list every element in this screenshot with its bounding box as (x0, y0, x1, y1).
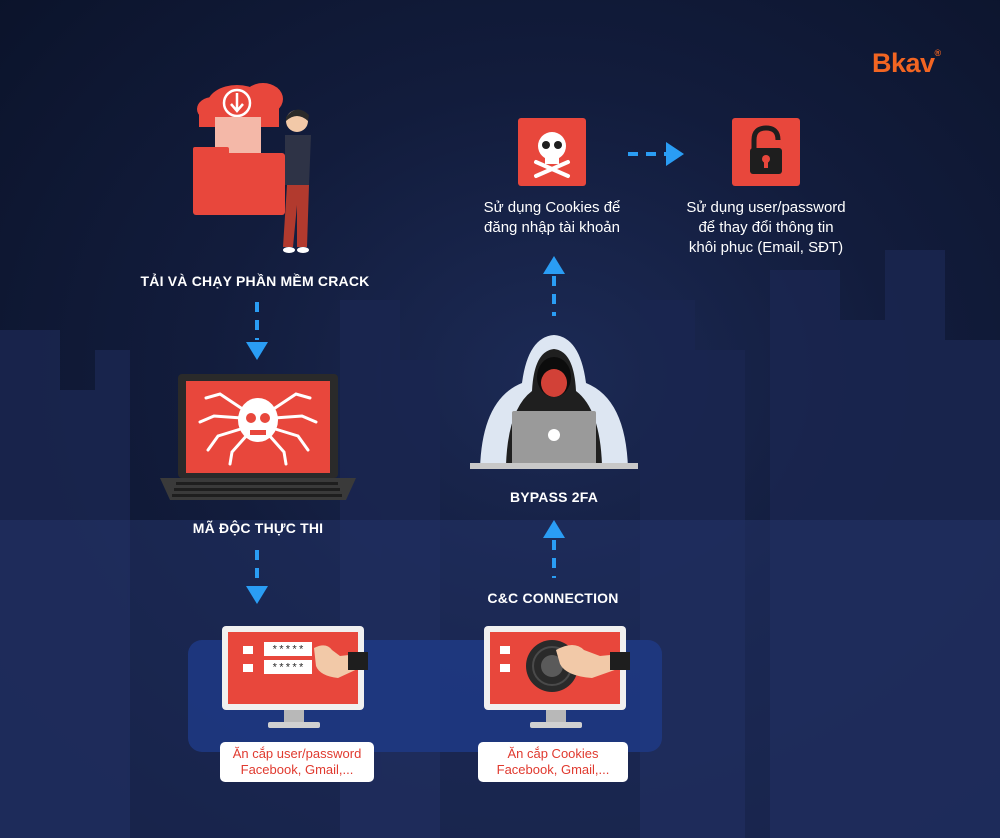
steal-password-line2: Facebook, Gmail,... (240, 762, 354, 777)
arrow-up-1 (543, 520, 565, 578)
use-cookies-line2: đăng nhập tài khoản (484, 219, 620, 236)
password-mask-1: ***** (271, 645, 304, 657)
arrow-up-2 (543, 256, 565, 316)
open-padlock-icon (732, 118, 800, 186)
change-recovery-line1: Sử dụng user/password (686, 199, 846, 216)
steal-password-caption: Ăn cắp user/password Facebook, Gmail,... (220, 742, 374, 782)
change-recovery-line2: để thay đổi thông tin (698, 219, 834, 236)
arrow-right (628, 142, 684, 166)
download-crack-illustration (193, 83, 311, 253)
brand-name: Bkav (872, 48, 935, 78)
use-cookies-line1: Sử dụng Cookies để (483, 199, 621, 216)
arrow-down-2 (246, 550, 268, 604)
steal-cookies-line1: Ăn cắp Cookies (507, 746, 599, 761)
skull-crossbones-icon (518, 118, 586, 186)
step-execute-label: MÃ ĐỘC THỰC THI (192, 520, 324, 536)
infected-laptop-icon (160, 374, 356, 500)
change-recovery-line3: khôi phục (Email, SĐT) (688, 239, 844, 256)
arrow-down-1 (246, 302, 268, 360)
password-mask-2: ***** (271, 663, 304, 675)
change-recovery-text: Sử dụng user/password để thay đổi thông … (668, 198, 864, 258)
use-cookies-text: Sử dụng Cookies để đăng nhập tài khoản (462, 198, 642, 238)
step-download-label: TẢI VÀ CHẠY PHẦN MỀM CRACK (140, 273, 370, 289)
steal-password-monitor-icon: ***** ***** (222, 626, 368, 728)
hacker-illustration (470, 335, 638, 469)
steal-password-line1: Ăn cắp user/password (232, 746, 362, 761)
steal-cookies-monitor-icon (484, 626, 630, 728)
bkav-logo: Bkav® (872, 48, 941, 79)
registered-mark: ® (934, 48, 942, 58)
step-bypass-label: BYPASS 2FA (509, 489, 599, 505)
step-cnc-label: C&C CONNECTION (487, 590, 619, 606)
steal-cookies-caption: Ăn cắp Cookies Facebook, Gmail,... (478, 742, 628, 782)
steal-cookies-line2: Facebook, Gmail,... (496, 762, 610, 777)
